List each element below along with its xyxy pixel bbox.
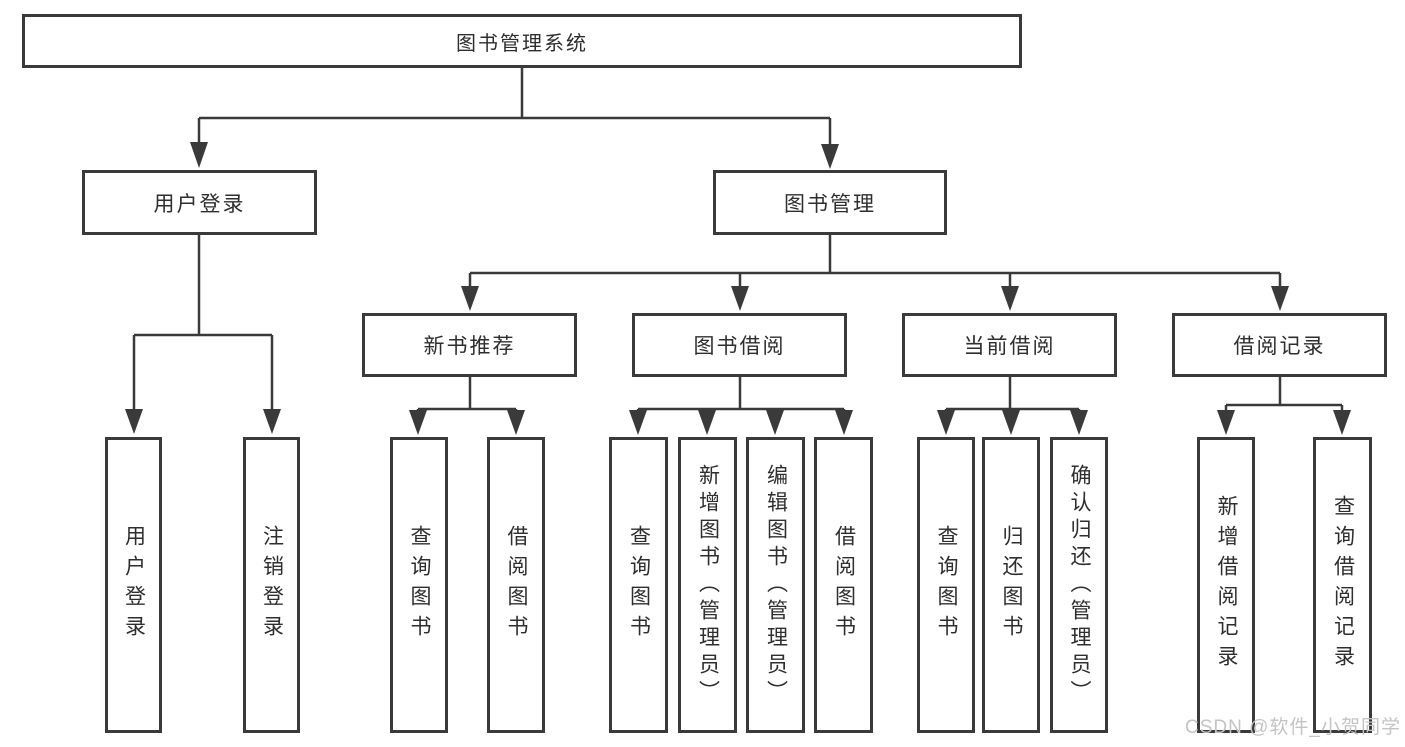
- node-query-books-current: 查询图书: [917, 437, 975, 733]
- node-user-login: 用户登录: [82, 170, 317, 235]
- node-borrow-books-recommend: 借阅图书: [487, 437, 545, 733]
- node-user-login-leaf: 用户登录: [105, 437, 162, 733]
- node-add-book-admin: 新增图书（管理员）: [678, 437, 737, 733]
- csdn-watermark: CSDN @软件_小贺同学: [1185, 717, 1401, 738]
- node-query-borrow-record: 查询借阅记录: [1313, 437, 1372, 733]
- node-edit-book-admin: 编辑图书（管理员）: [746, 437, 805, 733]
- node-book-management: 图书管理: [713, 170, 947, 235]
- node-confirm-return-admin: 确认归还（管理员）: [1050, 437, 1108, 733]
- node-query-books-borrow: 查询图书: [609, 437, 668, 733]
- node-return-book: 归还图书: [982, 437, 1040, 733]
- node-book-borrow: 图书借阅: [632, 313, 847, 377]
- node-library-system: 图书管理系统: [22, 14, 1022, 68]
- node-logout-leaf: 注销登录: [243, 437, 300, 733]
- node-query-books-recommend: 查询图书: [390, 437, 448, 733]
- node-borrow-records: 借阅记录: [1172, 313, 1387, 377]
- node-borrow-books-leaf: 借阅图书: [814, 437, 873, 733]
- node-current-borrow: 当前借阅: [902, 313, 1117, 377]
- node-add-borrow-record: 新增借阅记录: [1197, 437, 1255, 733]
- node-new-book-recommend: 新书推荐: [362, 313, 577, 377]
